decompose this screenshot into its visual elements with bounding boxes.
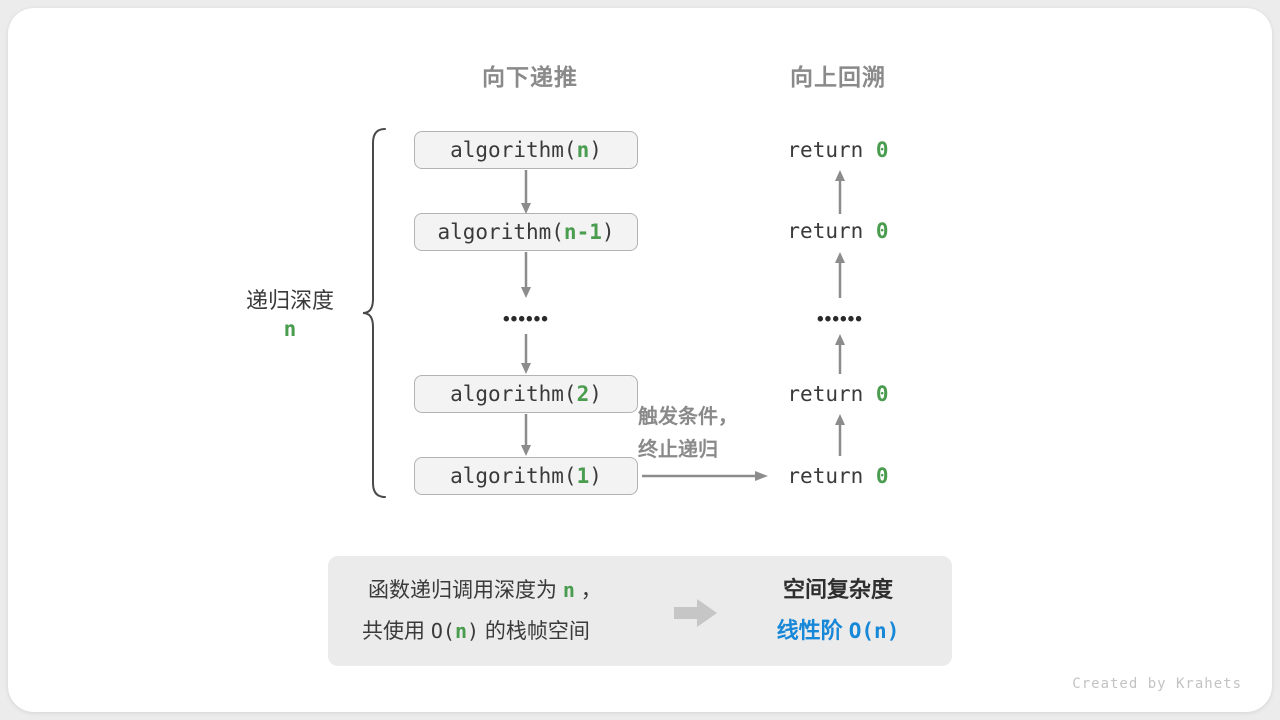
summary-line-1: 函数递归调用深度为 n ， xyxy=(368,578,602,602)
summary-result: 线性阶 O(n) xyxy=(776,618,900,643)
depth-value: n xyxy=(283,317,297,341)
header-backtrack: 向上回溯 xyxy=(790,64,886,90)
call-box-n-1: algorithm(n-1) xyxy=(414,213,638,251)
arrow-down-icon xyxy=(521,252,531,298)
call-box-n: algorithm(n) xyxy=(414,131,638,169)
arrow-up-icon xyxy=(835,170,845,214)
arrow-up-icon xyxy=(835,334,845,374)
trigger-line-1: 触发条件， xyxy=(638,406,738,428)
depth-label: 递归深度 xyxy=(245,288,334,313)
call-box-2: algorithm(2) xyxy=(414,375,638,413)
summary-line-2: 共使用 O(n) 的栈帧空间 xyxy=(362,619,590,643)
return-line: return 0 xyxy=(787,464,889,488)
trigger-annotation: 触发条件， 终止递归 xyxy=(638,401,762,467)
arrow-down-icon xyxy=(521,334,531,374)
summary-box xyxy=(328,556,952,666)
arrow-up-icon xyxy=(835,414,845,456)
arrow-down-icon xyxy=(521,414,531,456)
header-descend: 向下递推 xyxy=(482,64,578,90)
return-line: return 0 xyxy=(787,219,889,243)
ellipsis-right: •••••• xyxy=(817,309,863,330)
block-arrow-right-icon xyxy=(674,599,717,627)
call-box-1: algorithm(1) xyxy=(414,457,638,495)
arrow-right-icon xyxy=(642,471,768,481)
return-line: return 0 xyxy=(787,138,889,162)
summary-title: 空间复杂度 xyxy=(782,577,893,602)
arrow-up-icon xyxy=(835,252,845,298)
arrow-down-icon xyxy=(521,170,531,214)
trigger-line-2: 终止递归 xyxy=(638,439,718,461)
ellipsis-left: •••••• xyxy=(503,309,549,330)
return-line: return 0 xyxy=(787,382,889,406)
depth-brace-icon xyxy=(362,128,386,498)
watermark: Created by Krahets xyxy=(1072,676,1242,692)
